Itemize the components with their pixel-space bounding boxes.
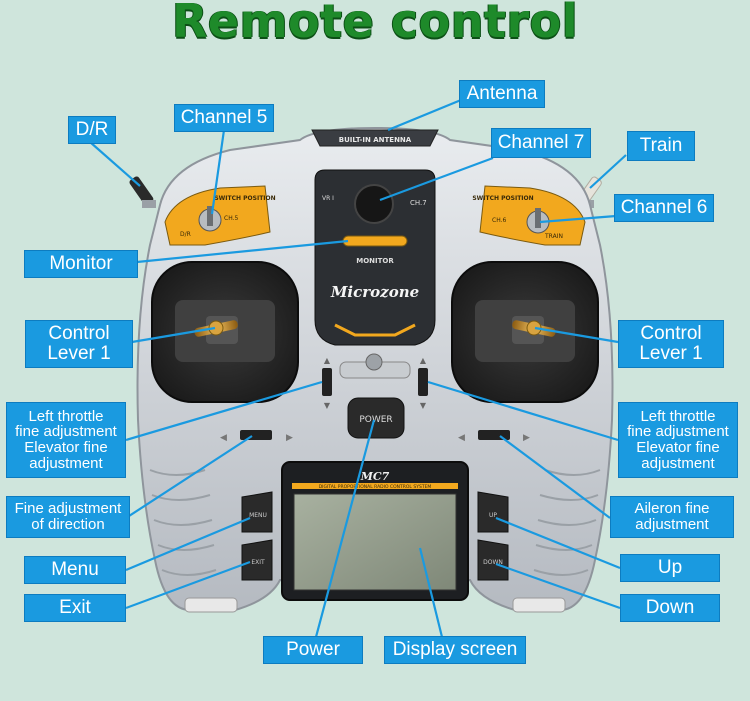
ch7-text: CH.7 (410, 199, 427, 207)
brand-text: Microzone (330, 283, 419, 301)
right-switch-position-text: SWITCH POSITION (472, 195, 533, 202)
ch5-text: CH.5 (224, 215, 239, 222)
right-control-stick[interactable] (511, 320, 556, 338)
label-power: Power (263, 636, 363, 664)
monitor-text: MONITOR (356, 257, 394, 265)
leader-throttle-right (427, 380, 619, 442)
leader-train (589, 154, 627, 189)
leader-aileron (499, 435, 611, 519)
dr-text: D/R (180, 231, 191, 238)
right-grip-ridges (533, 469, 601, 576)
right-foot (512, 597, 566, 613)
left-grip-ridges (149, 469, 217, 576)
label-monitor: Monitor (24, 250, 138, 278)
center-panel: CH.7 VR I MONITOR Microzone (314, 169, 436, 346)
exit-key[interactable]: EXIT (241, 539, 273, 581)
channel7-knob[interactable] (354, 184, 394, 224)
label-down: Down (620, 594, 720, 622)
leader-exit (125, 560, 251, 610)
label-dr: D/R (68, 116, 116, 144)
menu-key[interactable]: MENU (241, 491, 273, 533)
leader-down (495, 562, 621, 610)
label-menu: Menu (24, 556, 126, 584)
power-button-text: POWER (359, 415, 392, 425)
svg-text:▶: ▶ (286, 433, 293, 443)
antenna-plate-text: BUILT-IN ANTENNA (339, 136, 412, 144)
left-gimbal (151, 261, 299, 403)
antenna-plate: BUILT-IN ANTENNA (311, 129, 439, 147)
label-control-lever-right: Control Lever 1 (618, 320, 724, 368)
leader-monitor (136, 239, 349, 264)
lcd-display-screen (293, 493, 457, 591)
channel6-switch[interactable] (535, 208, 541, 228)
leader-channel5 (210, 129, 226, 215)
svg-text:▶: ▶ (523, 433, 530, 443)
vr-text: VR I (322, 195, 334, 202)
up-key[interactable]: UP (477, 491, 509, 533)
dr-toggle-switch[interactable] (128, 175, 156, 208)
down-key-text: DOWN (483, 559, 503, 566)
display-frame: MC7 DIGITAL PROPORTIONAL RADIO CONTROL S… (281, 461, 469, 601)
left-foot (184, 597, 238, 613)
screen-banner-text: DIGITAL PROPORTIONAL RADIO CONTROL SYSTE… (319, 484, 432, 490)
ch6-text: CH.6 (492, 217, 507, 224)
left-switch-position-text: SWITCH POSITION (214, 195, 275, 202)
leader-throttle-left (125, 380, 323, 442)
svg-text:▲: ▲ (324, 356, 331, 365)
leader-display (418, 547, 444, 638)
label-channel6: Channel 6 (614, 194, 714, 222)
center-trim-area: ▲ ▼ ▲ ▼ (322, 353, 428, 410)
diagram-title: Remote control (171, 0, 579, 48)
svg-text:▲: ▲ (420, 356, 427, 365)
svg-text:▼: ▼ (420, 401, 427, 410)
leader-lever-right (534, 326, 619, 344)
down-key[interactable]: DOWN (477, 539, 509, 581)
exit-key-text: EXIT (251, 559, 265, 566)
elevator-trim-right[interactable] (418, 368, 428, 396)
label-fine-direction: Fine adjustment of direction (6, 496, 130, 538)
right-gimbal (451, 261, 599, 403)
svg-text:◀: ◀ (458, 433, 465, 443)
power-button[interactable]: POWER (347, 397, 405, 439)
label-train: Train (627, 131, 695, 161)
model-text: MC7 (360, 470, 390, 483)
leader-fine-direction (125, 435, 253, 519)
svg-text:◀: ◀ (220, 433, 227, 443)
leader-menu (125, 516, 251, 572)
leader-up (495, 516, 621, 570)
leader-dr (89, 141, 141, 187)
svg-text:▼: ▼ (324, 401, 331, 410)
label-channel7: Channel 7 (491, 128, 591, 158)
label-antenna: Antenna (459, 80, 545, 108)
train-text: TRAIN (544, 233, 563, 240)
label-left-throttle-right: Left throttle fine adjustment Elevator f… (618, 402, 738, 478)
leader-power (314, 419, 376, 638)
label-up: Up (620, 554, 720, 582)
label-display-screen: Display screen (384, 636, 526, 664)
leader-lever-left (131, 326, 216, 344)
leader-lines (89, 98, 627, 638)
leader-antenna (387, 98, 462, 132)
label-aileron: Aileron fine adjustment (610, 496, 734, 538)
left-switch-badge: SWITCH POSITION CH.5 D/R (164, 185, 276, 246)
channel5-switch[interactable] (207, 206, 213, 226)
right-switch-badge: SWITCH POSITION CH.6 TRAIN (472, 185, 586, 246)
label-left-throttle-left: Left throttle fine adjustment Elevator f… (6, 402, 126, 478)
leader-channel7 (379, 156, 494, 202)
menu-key-text: MENU (249, 512, 267, 519)
label-exit: Exit (24, 594, 126, 622)
elevator-trim-left[interactable] (322, 368, 332, 396)
leader-channel6 (539, 214, 617, 224)
label-control-lever-left: Control Lever 1 (25, 320, 133, 368)
label-channel5: Channel 5 (174, 104, 274, 132)
up-key-text: UP (489, 512, 497, 519)
monitor-led (342, 235, 408, 247)
